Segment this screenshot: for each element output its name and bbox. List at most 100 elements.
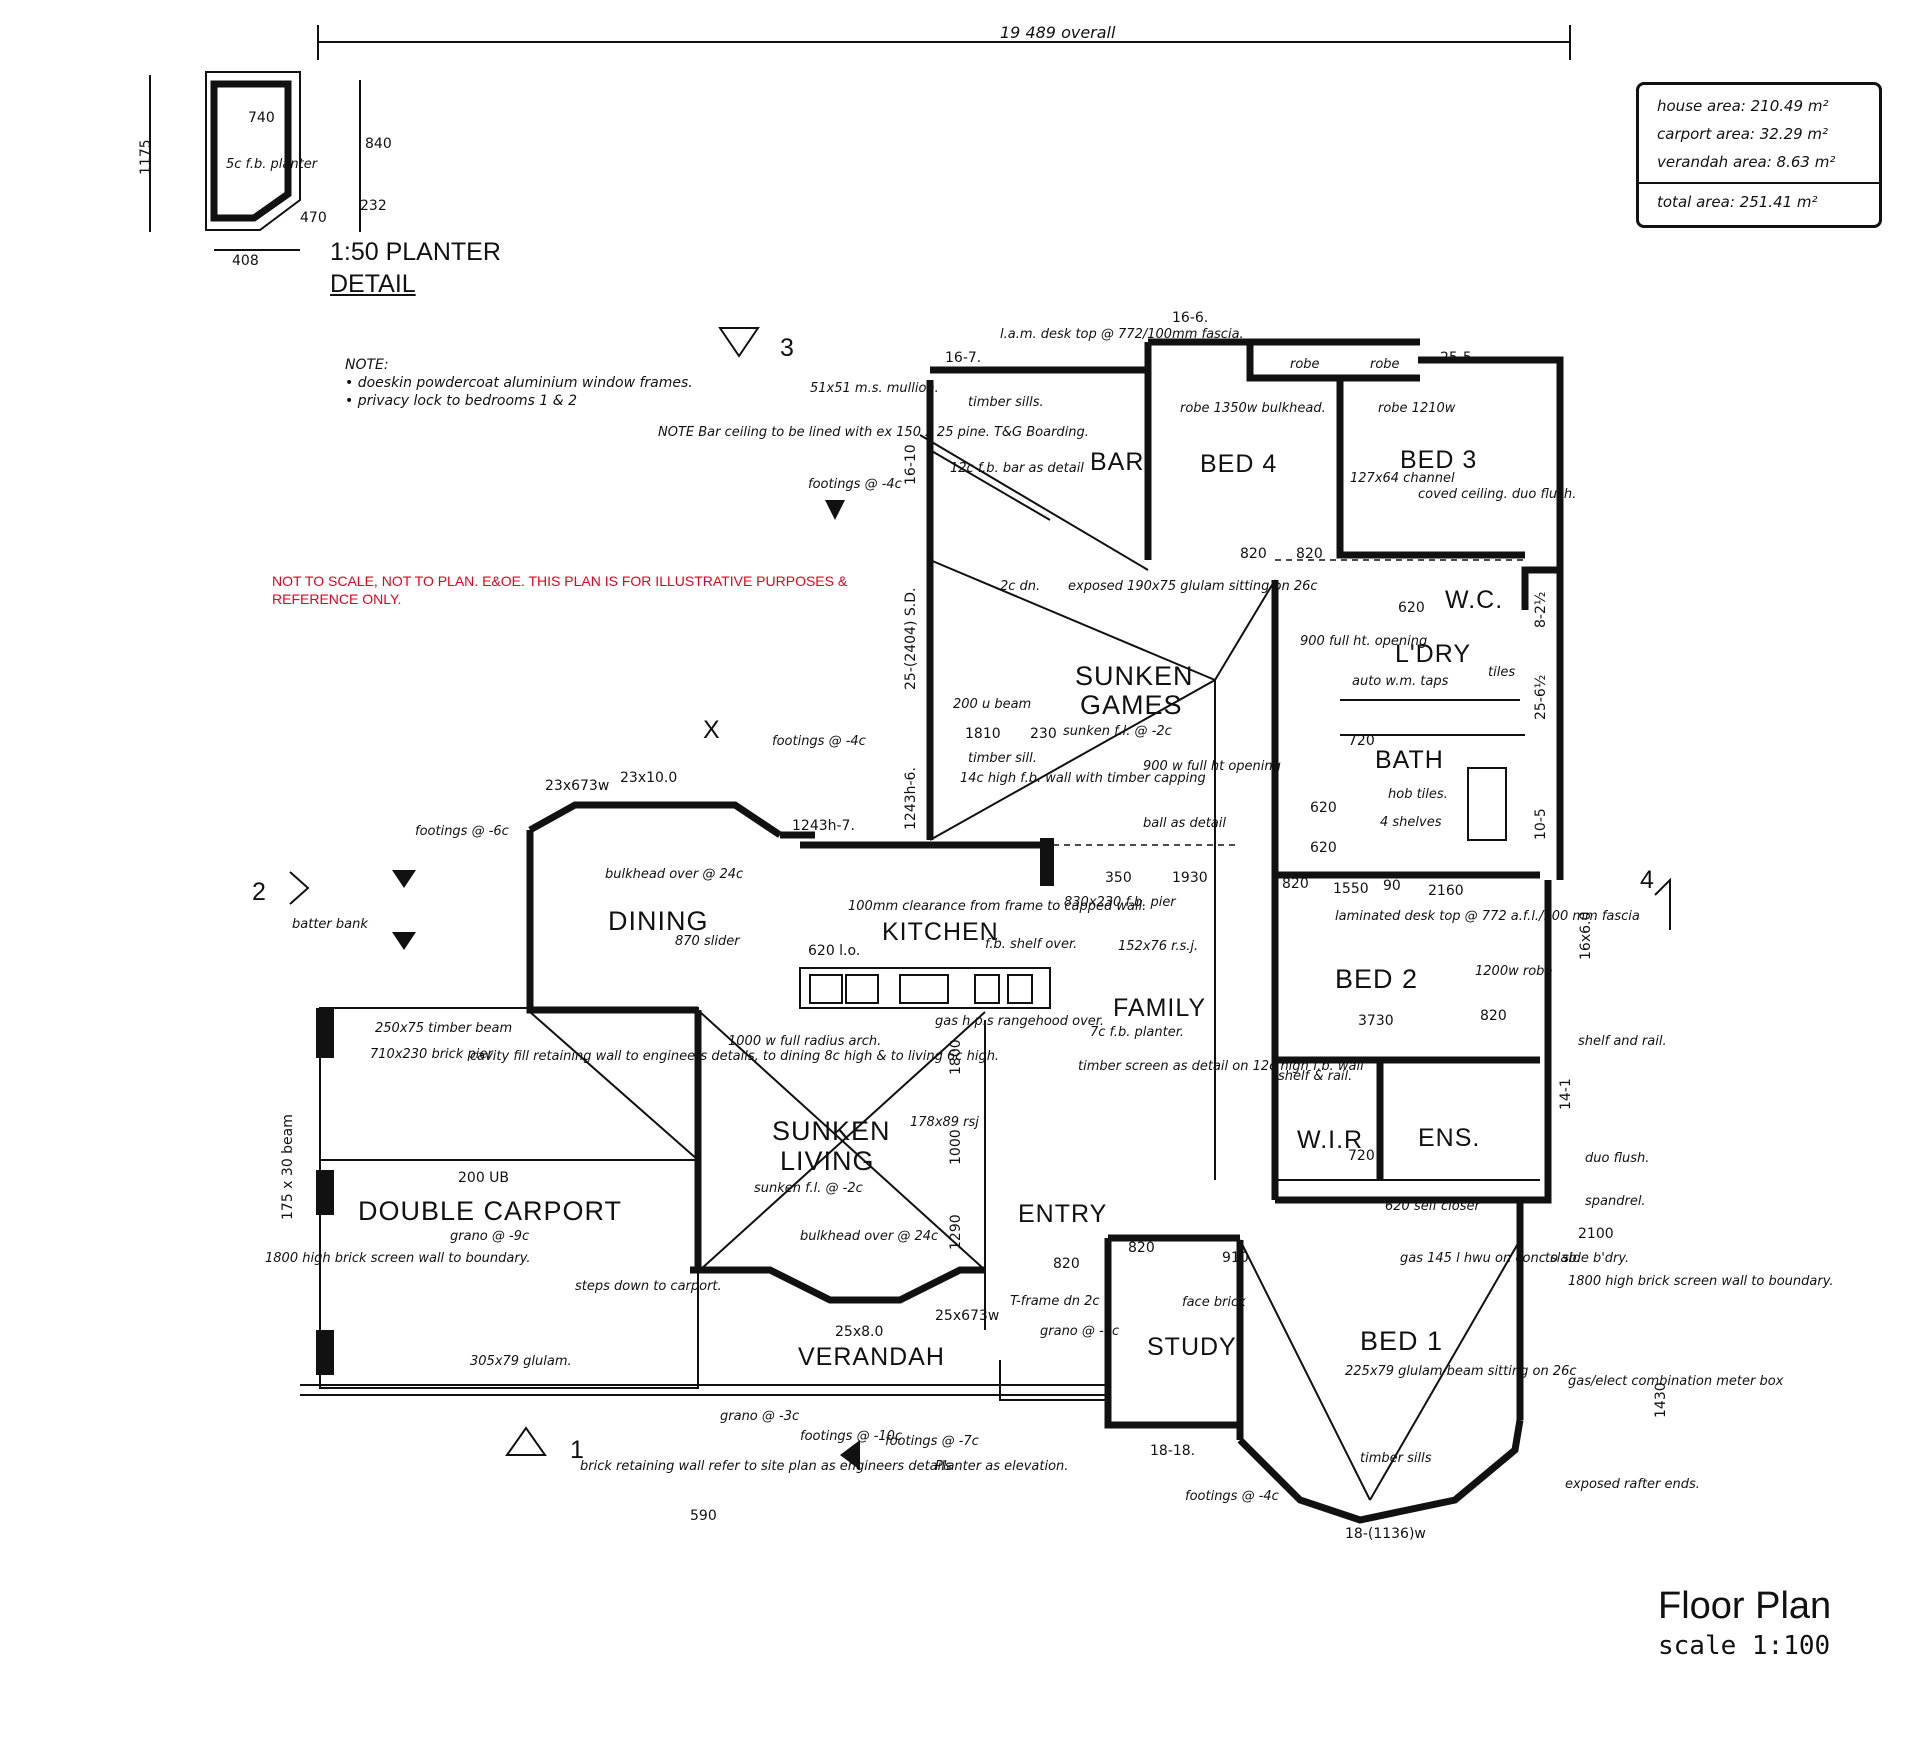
dim-620-a: 620 (1398, 600, 1425, 616)
note-shelves: 4 shelves (1380, 815, 1442, 830)
planter-detail-drawing: 740 840 1175 232 470 408 5c f.b. planter (138, 71, 392, 269)
dim-10-5: 10-5 (1533, 808, 1549, 840)
dim-1243h6: 1243h-6. (903, 767, 919, 830)
note-full-radius-arch: 1000 w full radius arch. (728, 1034, 881, 1049)
room-sunken-games-line2: GAMES (1080, 690, 1183, 720)
dim-620lo: 620 l.o. (808, 943, 860, 959)
note-tiles-laundry: tiles (1488, 665, 1515, 680)
dim-25-6: 25-6½ (1533, 675, 1549, 720)
dim-14-1: 14-1 (1558, 1078, 1574, 1110)
note-fb-planter: 7c f.b. planter. (1090, 1025, 1184, 1040)
note-bar-detail: 12c f.b. bar as detail (950, 461, 1084, 476)
room-bar: BAR (1090, 448, 1144, 476)
note-footings-10: footings @ -10c (800, 1429, 902, 1444)
note-glulam-bed1: 225x79 glulam beam sitting on 26c (1345, 1364, 1577, 1379)
note-bar-ceiling: NOTE Bar ceiling to be lined with ex 150… (658, 425, 1089, 440)
dim-16-6: 16-6. (1172, 310, 1208, 326)
note-clearance: 100mm clearance from frame to capped wal… (848, 899, 1146, 914)
annotations: NOTE Bar ceiling to be lined with ex 150… (265, 327, 1834, 1504)
dim-1810: 1810 (965, 726, 1001, 742)
dim-820-f: 820 (1128, 1240, 1155, 1256)
room-bed1: BED 1 (1360, 1326, 1443, 1356)
section-marker-x: X (703, 716, 721, 744)
planter-dim-1175: 1175 (138, 139, 154, 175)
note-2dn-games: 2c dn. (1000, 579, 1040, 594)
note-sunken-fl-games: sunken f.l. @ -2c (1063, 724, 1172, 739)
note-laundry-opening: 900 full ht. opening (1300, 634, 1427, 649)
note-gas-elect: gas/elect combination meter box (1568, 1374, 1784, 1389)
note-mullion: 51x51 m.s. mullion. (810, 381, 939, 396)
dim-8-2: 8-2½ (1533, 592, 1549, 628)
note-timber-beam: 250x75 timber beam (375, 1021, 512, 1036)
notes-heading: NOTE: (345, 357, 389, 373)
planter-dim-408: 408 (232, 253, 259, 269)
room-verandah: VERANDAH (798, 1343, 945, 1371)
dim-620-b: 620 (1310, 800, 1337, 816)
note-fb-wall: 14c high f.b. wall with timber capping (960, 771, 1206, 786)
room-sunken-games-line1: SUNKEN (1075, 661, 1194, 691)
note-channel: 127x64 channel (1350, 471, 1455, 486)
note-auto-wm: auto w.m. taps (1352, 674, 1449, 689)
note-exposed-glulam: exposed 190x75 glulam sitting on 26c (1068, 579, 1318, 594)
note-duo-flush: duo flush. (1585, 1151, 1649, 1166)
note-spandrel: spandrel. (1585, 1194, 1646, 1209)
planter-detail-title: 1:50 PLANTER DETAIL (330, 236, 501, 300)
note-laminated-desk: laminated desk top @ 772 a.f.l./100 mm f… (1335, 909, 1640, 924)
dim-2160: 2160 (1428, 883, 1464, 899)
note-cavity-fill: cavity fill retaining wall to engineers … (470, 1049, 999, 1064)
dim-230: 230 (1030, 726, 1057, 742)
room-laundry: L'DRY (1395, 640, 1471, 668)
note-batter-bank: batter bank (292, 917, 368, 932)
note-face-brick: face brick (1182, 1295, 1246, 1310)
dim-18-18: 18-18. (1150, 1443, 1195, 1459)
note-verandah-dims: 25x8.0 (835, 1324, 883, 1340)
dim-90: 90 (1383, 878, 1401, 894)
room-bed4: BED 4 (1200, 450, 1277, 478)
note-footings-4-bottom: footings @ -4c (1185, 1489, 1279, 1504)
dim-23x673: 23x673w (545, 778, 609, 794)
planter-dim-232: 232 (360, 198, 387, 214)
note-planter-elevation: Planter as elevation. (935, 1459, 1068, 1474)
note-item-2: • privacy lock to bedrooms 1 & 2 (345, 393, 578, 409)
note-timber-sills-bar: timber sills. (968, 395, 1044, 410)
note-timber-sill: timber sill. (968, 751, 1037, 766)
title-block: Floor Plan scale 1:100 (1600, 1575, 1840, 1680)
note-grano-3: grano @ -3c (720, 1409, 799, 1424)
note-robe-2: robe (1370, 357, 1400, 372)
dimension-labels: 16-7. 16-6. 25-5. 16-10 25-(2404) S.D. 1… (280, 310, 1669, 1542)
note-grano-1: grano @ -1c (1040, 1324, 1119, 1339)
dim-25-2404: 25-(2404) S.D. (903, 588, 919, 690)
planter-dim-840: 840 (365, 136, 392, 152)
note-timber-screen: timber screen as detail on 12c high f.b.… (1078, 1059, 1364, 1074)
note-robe-1: robe (1290, 357, 1320, 372)
planter-label: 5c f.b. planter (226, 157, 319, 172)
section-marker-2: 2 (252, 878, 267, 906)
dim-1550: 1550 (1333, 881, 1369, 897)
note-rsj-178: 178x89 rsj (910, 1115, 979, 1130)
dim-16-7: 16-7. (945, 350, 981, 366)
planter-detail-title-line1: 1:50 PLANTER (330, 238, 501, 266)
note-lam-desk: l.a.m. desk top @ 772/100mm fascia. (1000, 327, 1244, 342)
dim-620-c: 620 (1310, 840, 1337, 856)
note-full-opening: 900 w full ht opening (1143, 759, 1281, 774)
planter-detail-title-line2: DETAIL (330, 270, 416, 298)
note-fb-pier: 830x230 f.b. pier (1064, 895, 1177, 910)
note-timber-sills-bed1: timber sills (1360, 1451, 1432, 1466)
note-robe-bed4: robe 1350w bulkhead. (1180, 401, 1326, 416)
note-coved-ceiling: coved ceiling. duo flush. (1418, 487, 1576, 502)
room-sunken-living-line2: LIVING (780, 1146, 875, 1176)
dim-590: 590 (690, 1508, 717, 1524)
area-carport: carport area: 32.29 m² (1657, 125, 1829, 143)
dim-820-a: 820 (1282, 876, 1309, 892)
dim-16-10: 16-10 (903, 444, 919, 485)
dim-1243h7: 1243h-7. (792, 818, 855, 834)
dim-23x10: 23x10.0 (620, 770, 677, 786)
dim-175x30: 175 x 30 beam (280, 1114, 296, 1220)
note-footings-7: footings @ -7c (885, 1434, 979, 1449)
area-schedule: house area: 210.49 m² carport area: 32.2… (1636, 82, 1882, 228)
plan-scale: scale 1:100 (1658, 1631, 1831, 1661)
dim-2100: 2100 (1578, 1226, 1614, 1242)
dim-720-a: 720 (1348, 733, 1375, 749)
note-robe-bed3: robe 1210w (1378, 401, 1456, 416)
section-marker-4: 4 (1640, 866, 1655, 894)
